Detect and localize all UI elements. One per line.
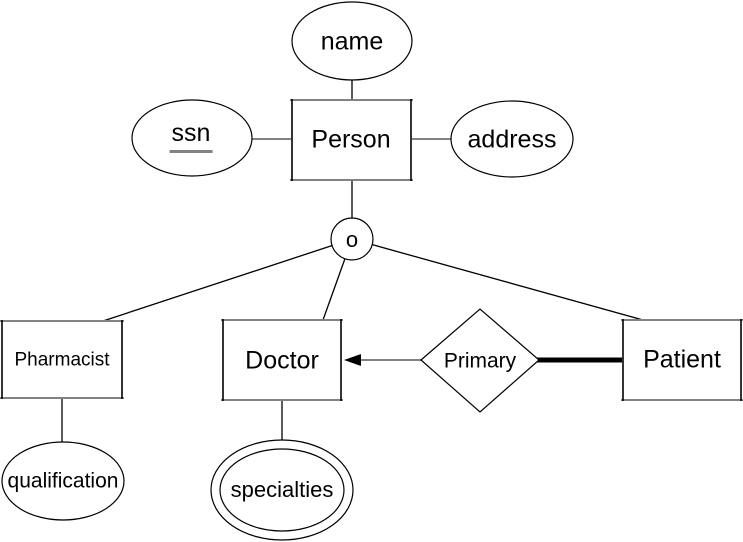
- person-entity-label: Person: [311, 125, 391, 154]
- patient-entity-label: Patient: [643, 345, 721, 374]
- person-entity-box: [290, 99, 413, 181]
- primary-relationship-label: Primary: [443, 349, 517, 373]
- doctor-entity-label: Doctor: [245, 346, 319, 375]
- ssn-key-attribute-label: ssn: [169, 121, 213, 153]
- pharmacist-entity-label: Pharmacist: [14, 349, 110, 371]
- patient-entity-box: [621, 319, 743, 401]
- arrow-head-to-doctor: [344, 354, 361, 366]
- ssn-attribute-ellipse: [131, 99, 253, 177]
- specialties-attribute-label: specialties: [230, 477, 334, 502]
- line-specialization-to-patient: [351, 238, 644, 321]
- qualification-attribute-label: qualification: [7, 469, 119, 493]
- address-attribute-ellipse: [450, 100, 574, 178]
- specialization-circle: [330, 217, 374, 261]
- qualification-attribute-ellipse: [1, 441, 125, 521]
- address-attribute-label: address: [467, 125, 557, 154]
- specialties-attribute-inner-ellipse: [219, 448, 345, 532]
- pharmacist-entity-box: [0, 320, 124, 399]
- doctor-entity-box: [221, 319, 343, 401]
- line-specialization-to-pharmacist: [102, 238, 353, 322]
- primary-relationship-diamond: [420, 308, 540, 413]
- name-attribute-label: name: [320, 27, 384, 56]
- name-attribute-ellipse: [291, 1, 413, 81]
- specialization-overlap-label: o: [345, 227, 359, 252]
